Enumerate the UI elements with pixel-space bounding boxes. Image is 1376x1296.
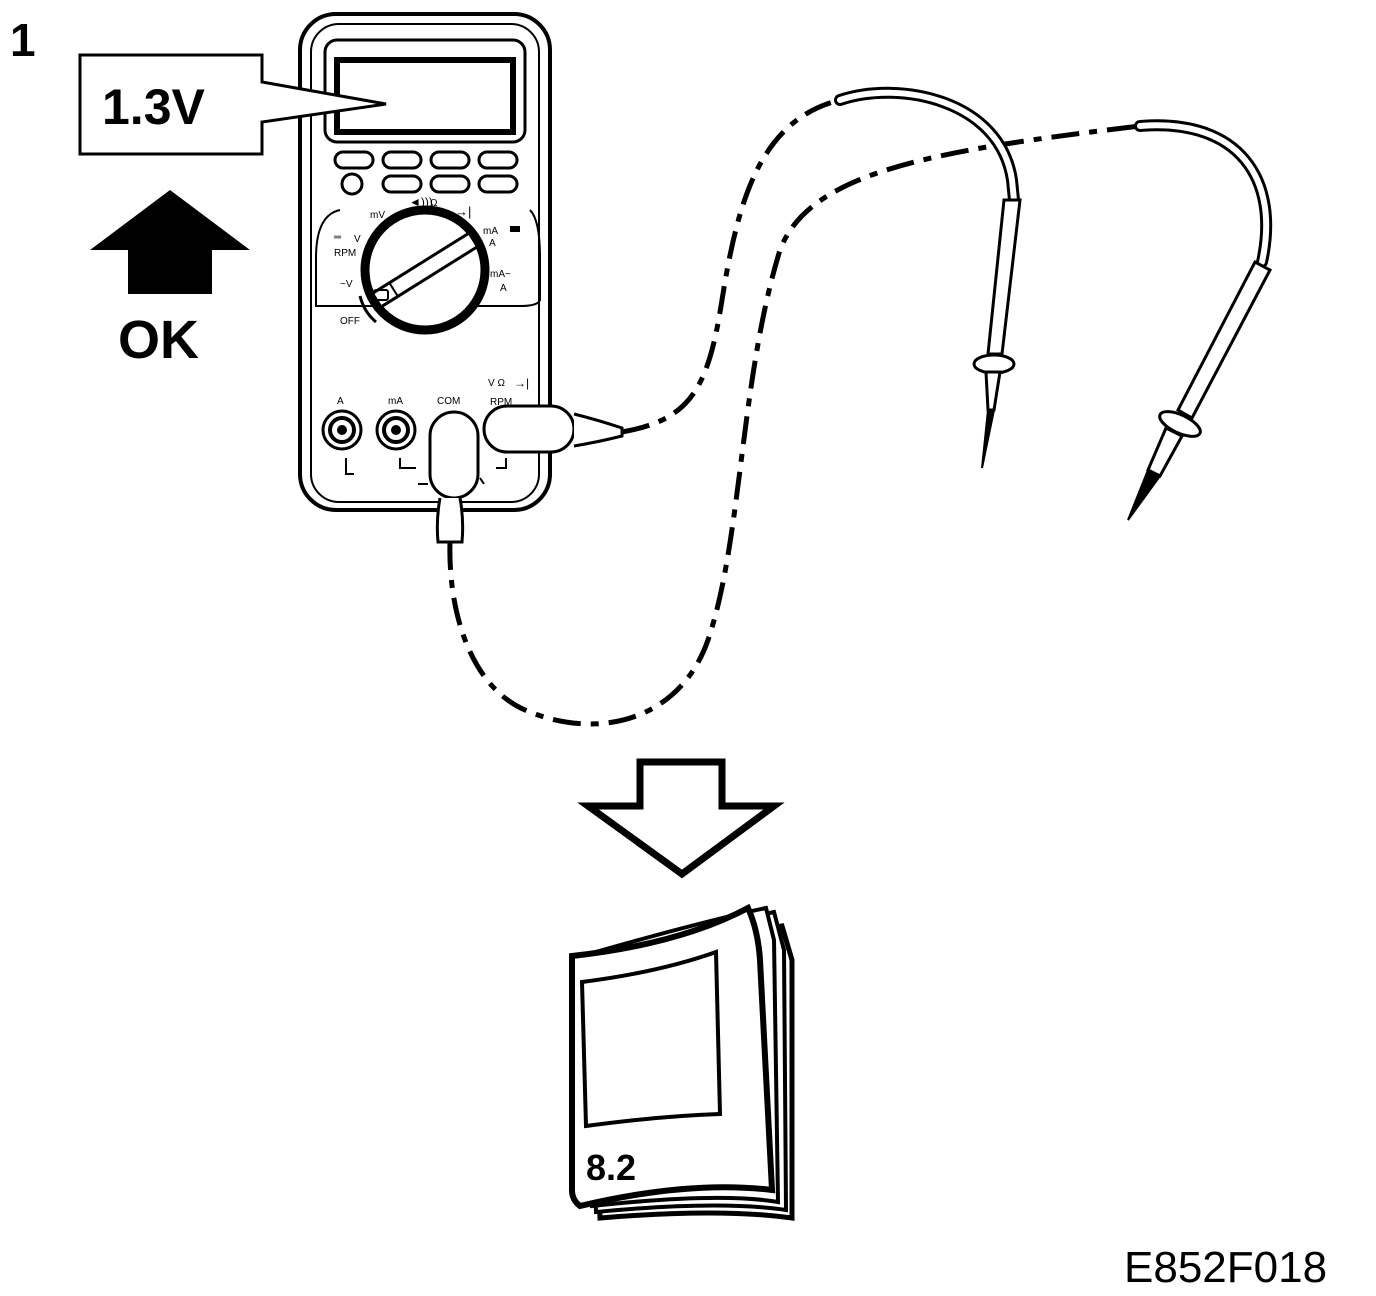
ok-up-arrow-icon xyxy=(90,190,250,294)
com-lead-boot xyxy=(435,497,465,544)
jack-bracket xyxy=(345,458,354,475)
dial-label-ma-dc: mA xyxy=(483,226,498,237)
meter-button xyxy=(477,150,519,170)
display-screen xyxy=(334,57,516,135)
manual-booklet: 8.2 xyxy=(569,903,795,1221)
dial-label-a-dc: A xyxy=(489,238,496,249)
v-lead-cable xyxy=(621,97,841,435)
meter-button xyxy=(429,174,471,194)
com-lead-cable xyxy=(447,123,1141,727)
reading-callout: 1.3V xyxy=(78,53,387,156)
ok-label: OK xyxy=(118,310,199,370)
ok-indicator: OK xyxy=(90,190,250,370)
jack-bracket xyxy=(399,458,416,469)
selector-index-mark xyxy=(373,289,389,301)
jack-bracket xyxy=(496,458,507,469)
dc-symbol-icon xyxy=(510,226,520,232)
dial-label-a-ac: A xyxy=(500,283,507,294)
manual-section-number: 8.2 xyxy=(586,1147,636,1188)
meter-button xyxy=(381,150,423,170)
dc-symbol-icon: ═ xyxy=(333,232,342,243)
jack-label-rpm: RPM xyxy=(490,397,512,408)
com-lead-plug xyxy=(428,410,480,500)
v-lead-boot xyxy=(573,412,624,448)
v-lead-plug xyxy=(482,404,576,454)
meter-round-button xyxy=(340,172,364,196)
meter-button xyxy=(429,150,471,170)
off-arc xyxy=(358,295,377,324)
figure-code: E852F018 xyxy=(1124,1243,1327,1292)
jack-label-v-ohm: V Ω xyxy=(488,378,505,389)
probe-left xyxy=(972,198,1022,469)
down-arrow-icon xyxy=(577,758,785,879)
dial-label-dc-v: V xyxy=(354,234,361,245)
test-leads xyxy=(428,86,1273,727)
multimeter: mV ◄))) Ω →| ═ V RPM ~V OFF mA A mA~ A A… xyxy=(298,12,552,512)
meter-button xyxy=(381,174,423,194)
meter-button xyxy=(333,150,375,170)
meter-button xyxy=(477,174,519,194)
meter-buttons xyxy=(333,150,519,196)
jack-label-ma: mA xyxy=(388,396,403,407)
probe-right xyxy=(1127,259,1273,521)
dial-label-mv: mV xyxy=(370,210,385,221)
dial-label-rpm: RPM xyxy=(334,248,356,259)
diode-symbol-icon: →| xyxy=(455,204,471,219)
reading-value: 1.3V xyxy=(102,79,206,135)
dial-label-ac-v: ~V xyxy=(340,279,353,290)
step-number: 1 xyxy=(10,14,36,66)
dial-label-ohm: Ω xyxy=(430,198,438,209)
jack-label-com: COM xyxy=(437,396,460,407)
continuity-symbol-icon: ◄))) xyxy=(409,195,433,209)
dial-label-ma-ac: mA~ xyxy=(490,269,511,280)
dial-panel xyxy=(315,209,541,307)
diode-symbol-icon: →| xyxy=(514,376,529,390)
jack-label-a: A xyxy=(337,396,344,407)
dial-label-off: OFF xyxy=(340,316,360,327)
manual-cover-panel xyxy=(579,949,723,1129)
